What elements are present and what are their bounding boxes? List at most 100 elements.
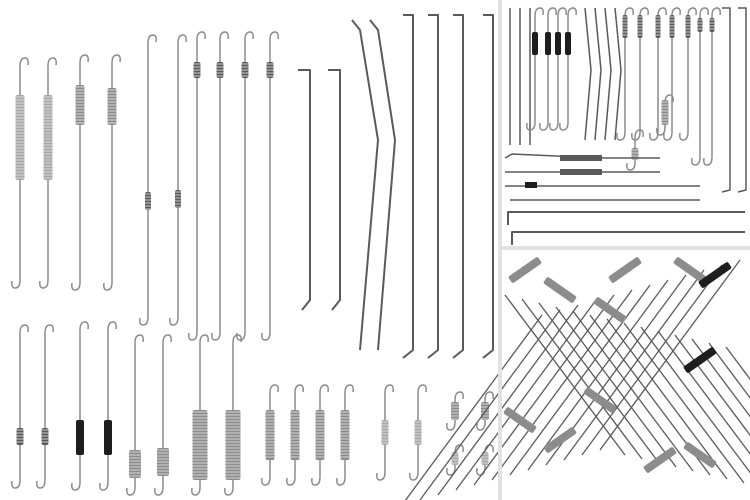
spring-hook-top xyxy=(454,391,464,402)
spring xyxy=(336,384,354,486)
spring-coil xyxy=(265,410,275,460)
rod xyxy=(594,7,602,141)
spring-hook-top xyxy=(634,129,644,148)
spring-hook-bottom xyxy=(71,455,81,491)
rod xyxy=(584,7,592,141)
spring-hook-top xyxy=(319,384,329,410)
spring xyxy=(549,7,567,131)
spring-hook-top xyxy=(547,7,557,32)
spring-hook-top xyxy=(19,57,29,95)
spring-hook-top xyxy=(699,7,709,18)
spring xyxy=(11,324,29,489)
spring-hook-top xyxy=(567,7,577,32)
rod xyxy=(452,14,464,359)
spring xyxy=(679,7,697,141)
inset-top-panel xyxy=(504,7,747,245)
rod xyxy=(504,294,626,456)
spring xyxy=(656,94,674,136)
spring-coil xyxy=(107,88,117,125)
spring-hook-bottom xyxy=(261,460,271,486)
spring-hook-bottom xyxy=(36,445,46,489)
spring xyxy=(154,334,172,496)
spring xyxy=(39,57,57,289)
spring-hook-bottom xyxy=(103,125,113,291)
spring xyxy=(543,277,577,303)
spring xyxy=(673,257,707,283)
spring-hook-bottom xyxy=(409,445,419,481)
spring xyxy=(543,427,577,453)
rod xyxy=(581,264,723,456)
spring-coil xyxy=(697,18,703,32)
spring-hook-bottom xyxy=(154,476,164,496)
spring-hook-top xyxy=(269,384,279,410)
spring xyxy=(286,384,304,486)
spring-hook-bottom xyxy=(476,465,486,476)
spring-coil xyxy=(451,402,459,420)
spring xyxy=(508,257,542,283)
spring xyxy=(311,384,329,486)
panel-divider-vertical xyxy=(498,0,502,500)
spring-coil xyxy=(698,262,732,288)
spring xyxy=(139,34,157,326)
spring-hook-bottom xyxy=(656,125,666,136)
spring xyxy=(409,384,427,481)
spring-hook-top xyxy=(19,324,29,428)
spring-hook-bottom xyxy=(311,460,321,486)
rod xyxy=(402,14,414,359)
spring xyxy=(261,31,279,341)
spring-coil xyxy=(525,182,537,188)
spring-hook-top xyxy=(711,7,721,18)
spring-coil xyxy=(15,95,25,180)
rod xyxy=(369,19,396,351)
rod xyxy=(555,306,677,468)
spring-coil xyxy=(655,15,661,38)
spring-hook-top xyxy=(657,7,667,17)
rod xyxy=(419,309,561,500)
spring-hook-bottom xyxy=(559,55,569,131)
spring-hook-top xyxy=(244,31,254,62)
spring-hook-bottom xyxy=(99,455,109,491)
rod xyxy=(614,7,622,141)
spring-hook-bottom xyxy=(539,55,549,131)
spring-hook-bottom xyxy=(679,38,689,141)
spring xyxy=(608,257,642,283)
spring-hook-bottom xyxy=(691,32,701,166)
spring-hook-top xyxy=(232,334,242,410)
spring-hook-bottom xyxy=(11,445,21,489)
spring-hook-top xyxy=(196,31,206,62)
rod xyxy=(674,334,750,437)
spring-coil xyxy=(104,420,112,455)
spring-coil xyxy=(661,100,669,125)
rod xyxy=(572,310,694,472)
rod xyxy=(604,7,612,141)
spring xyxy=(631,7,649,141)
rod xyxy=(298,69,311,311)
spring-coil xyxy=(643,447,677,473)
spring xyxy=(261,384,279,486)
rod xyxy=(437,304,579,496)
spring-hook-top xyxy=(47,57,57,95)
rod xyxy=(527,279,669,471)
rod xyxy=(404,314,543,500)
spring xyxy=(71,54,89,291)
spring-hook-bottom xyxy=(376,445,386,481)
spring-hook-bottom xyxy=(169,208,179,326)
spring-hook-bottom xyxy=(616,38,626,141)
rod xyxy=(473,294,615,486)
spring-hook-top xyxy=(417,384,427,420)
spring-coil xyxy=(669,15,675,38)
spring-coil xyxy=(555,32,561,55)
spring-coil xyxy=(545,32,551,55)
spring-hook-bottom xyxy=(211,78,221,341)
spring xyxy=(36,324,54,489)
spring-coil xyxy=(543,277,577,303)
spring-coil xyxy=(543,427,577,453)
spring-coil xyxy=(583,387,617,413)
spring xyxy=(691,7,709,166)
spring-hook-bottom xyxy=(261,78,271,341)
spring xyxy=(503,407,537,433)
rod xyxy=(507,211,745,225)
spring-hook-top xyxy=(199,334,209,410)
spring-hook-bottom xyxy=(286,460,296,486)
spring-hook-bottom xyxy=(336,460,346,486)
